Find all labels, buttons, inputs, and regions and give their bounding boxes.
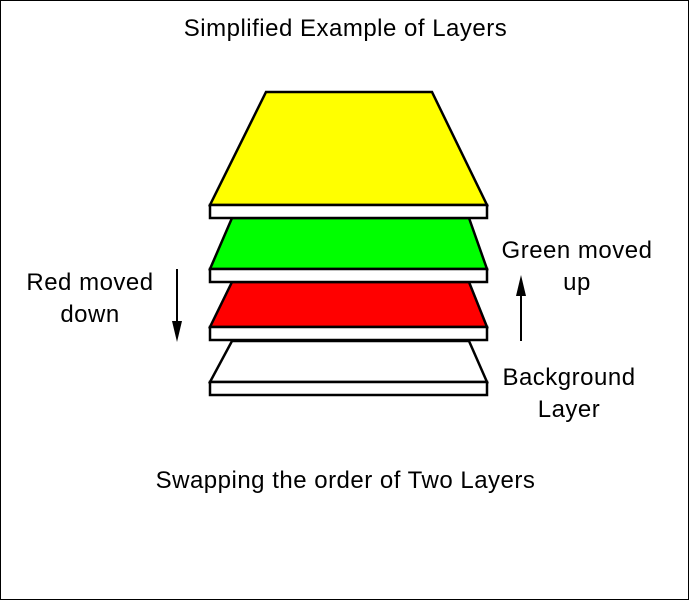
- background-layer-label: Background Layer: [502, 364, 636, 423]
- green-layer-edge: [208, 267, 489, 284]
- red-layer: [207, 280, 489, 342]
- yellow-layer: [207, 90, 489, 220]
- diagram-title: Simplified Example of Layers: [183, 15, 508, 42]
- red-layer-edge: [208, 325, 489, 342]
- background-layer: [207, 339, 489, 397]
- red-moved-down-label: Red moved down: [26, 269, 154, 328]
- up-arrow: [516, 275, 526, 341]
- green-layer-top: [208, 216, 489, 271]
- background-layer-top: [207, 339, 489, 384]
- red-layer-top: [207, 280, 489, 329]
- background-layer-edge: [208, 380, 489, 397]
- down-arrow: [172, 269, 182, 342]
- diagram-caption: Swapping the order of Two Layers: [155, 467, 536, 494]
- green-moved-up-label: Green moved up: [501, 237, 653, 296]
- green-layer: [208, 216, 489, 284]
- yellow-layer-top: [207, 90, 489, 207]
- yellow-layer-edge: [208, 203, 489, 220]
